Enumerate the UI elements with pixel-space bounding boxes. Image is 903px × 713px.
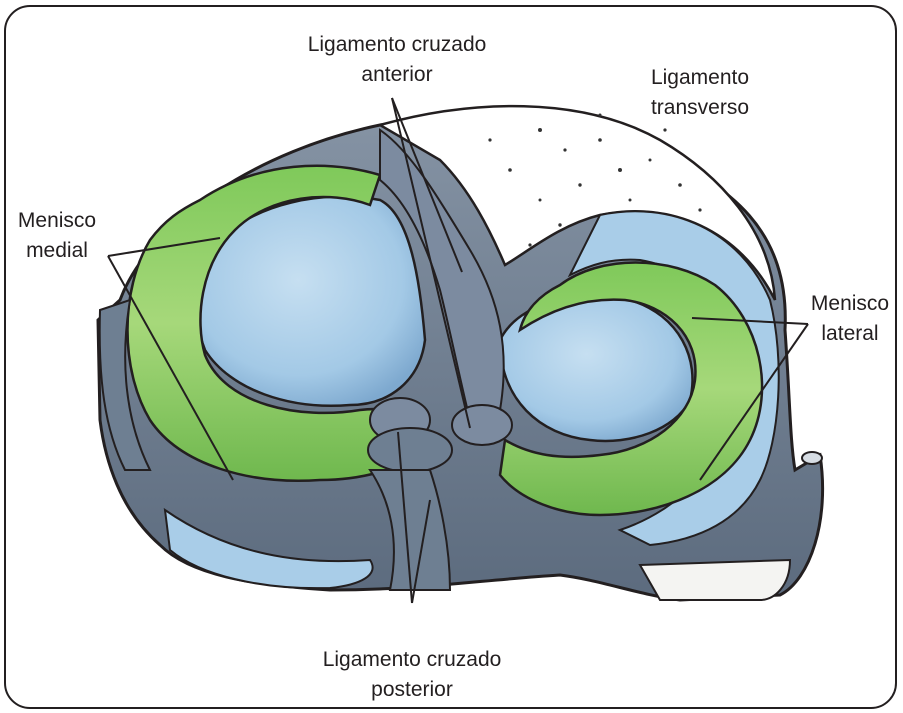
label-medial-line1: Menisco (2, 206, 112, 236)
label-medial-line2: medial (2, 236, 112, 266)
label-pcl-line2: posterior (297, 675, 527, 705)
label-lateral-line1: Menisco (800, 289, 900, 319)
label-lateral-line2: lateral (800, 319, 900, 349)
label-posterior-cruciate-ligament: Ligamento cruzado posterior (297, 645, 527, 705)
label-lateral-meniscus: Menisco lateral (800, 289, 900, 349)
acl-insertion (452, 405, 512, 445)
lateral-tube (802, 452, 822, 464)
pcl-bundle-2 (368, 428, 452, 472)
label-transverse-line1: Ligamento (625, 63, 775, 93)
label-medial-meniscus: Menisco medial (2, 206, 112, 266)
label-pcl-line1: Ligamento cruzado (297, 645, 527, 675)
label-anterior-cruciate-ligament: Ligamento cruzado anterior (282, 30, 512, 90)
label-acl-line2: anterior (282, 60, 512, 90)
bone-base-right (640, 560, 790, 600)
label-transverse-ligament: Ligamento transverso (625, 63, 775, 123)
label-transverse-line2: transverso (625, 93, 775, 123)
label-acl-line1: Ligamento cruzado (282, 30, 512, 60)
